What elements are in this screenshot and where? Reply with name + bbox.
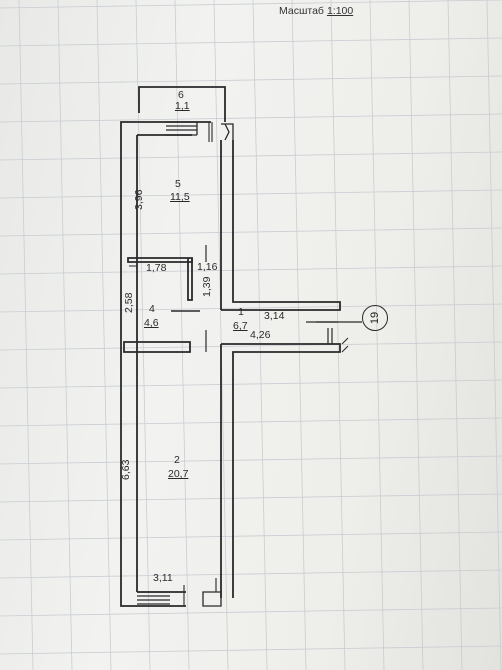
- grid-line-h: [0, 151, 502, 161]
- grid-line-h: [0, 227, 502, 237]
- dimension-1-78: 1,78: [146, 262, 167, 274]
- room-4-area: 4,6: [144, 317, 159, 329]
- grid-line-h: [0, 455, 502, 465]
- room-2-area: 20,7: [168, 468, 189, 480]
- grid-line-h: [0, 607, 502, 617]
- door-mark-entrance: [327, 328, 333, 344]
- building-number-badge: 19: [362, 305, 388, 331]
- room-2-number: 2: [174, 454, 180, 466]
- scale-label: Масштаб: [279, 5, 324, 17]
- dimension-3-14: 3,14: [264, 310, 285, 322]
- grid-line-v: [213, 0, 229, 670]
- window-bottom: [137, 591, 170, 605]
- building-number: 19: [369, 311, 381, 325]
- window-mark-top: [208, 122, 213, 142]
- partition-living: [123, 341, 191, 353]
- grid-line-v: [486, 0, 502, 670]
- grid-line-h: [0, 113, 502, 123]
- right-wall-upper: [221, 140, 341, 311]
- grid-line-h: [0, 493, 502, 503]
- grid-line-h: [0, 0, 502, 9]
- grid-line-v: [369, 0, 385, 670]
- window-mark-bottom: [183, 578, 217, 606]
- dimension-3-96: 3,96: [133, 189, 145, 210]
- room-5-number: 5: [175, 178, 181, 190]
- grid-line-h: [0, 531, 502, 541]
- dimension-1-16: 1,16: [197, 261, 218, 273]
- grid-line-v: [252, 0, 268, 670]
- door-ticks-left: [129, 261, 137, 267]
- window-right-top: [221, 123, 234, 141]
- grid-line-h: [0, 303, 502, 313]
- grid-line-v: [174, 0, 190, 670]
- grid-line-h: [0, 265, 502, 275]
- grid-line-h: [0, 379, 502, 389]
- window-right-bottom: [202, 591, 222, 607]
- grid-line-v: [18, 0, 34, 670]
- room-6-area: 1,1: [175, 100, 190, 112]
- grid-line-h: [0, 417, 502, 427]
- dimension-3-11: 3,11: [153, 572, 173, 584]
- dimension-4-26: 4,26: [250, 329, 271, 341]
- partition-hall-post: [187, 258, 193, 301]
- scale-value: 1:100: [326, 5, 354, 17]
- grid-line-h: [0, 569, 502, 579]
- dimension-6-63: 6,63: [120, 459, 132, 480]
- grid-line-v: [408, 0, 424, 670]
- grid-line-v: [96, 0, 112, 670]
- grid-line-v: [291, 0, 307, 670]
- grid-line-h: [0, 75, 502, 85]
- room-1-area: 6,7: [233, 320, 248, 332]
- room-1-number: 1: [238, 306, 244, 318]
- grid-line-v: [57, 0, 73, 670]
- grid-line-h: [0, 645, 502, 655]
- entrance-ticks: [341, 337, 349, 353]
- right-wall-lower: [221, 343, 341, 598]
- grid-line-h: [0, 341, 502, 351]
- window-balcony: [166, 121, 198, 136]
- room-5-area: 11,5: [170, 191, 190, 203]
- room-4-number: 4: [149, 303, 155, 315]
- grid-line-v: [447, 0, 463, 670]
- balcony-outline: [138, 86, 226, 122]
- room-6-number: 6: [178, 89, 184, 101]
- grid-line-h: [0, 189, 502, 199]
- grid-line-v: [330, 0, 346, 670]
- grid-line-h: [0, 37, 502, 47]
- dimension-2-58: 2,58: [123, 292, 135, 313]
- dimension-1-39: 1,39: [201, 276, 213, 297]
